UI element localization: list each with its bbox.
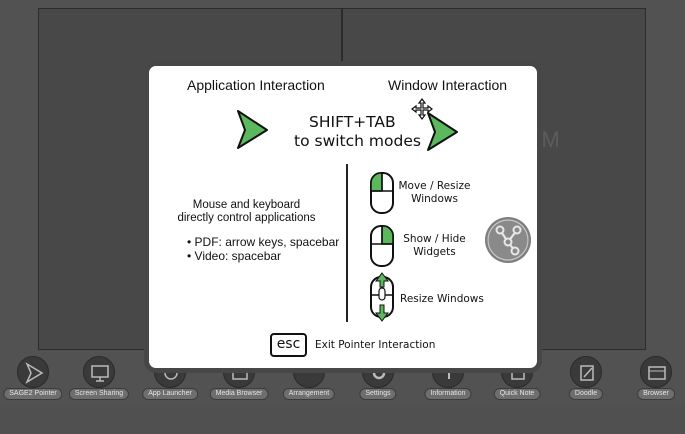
dock-label: Doodle <box>568 388 604 400</box>
switch-modes-label: to switch modes <box>294 132 421 150</box>
move-resize-label-1: Move / Resize <box>398 180 471 192</box>
show-hide-label-1: Show / Hide <box>403 233 466 245</box>
dock-label: Quick Note <box>493 388 541 400</box>
app-pointer-icon <box>237 110 268 149</box>
shift-tab-label: SHIFT+TAB <box>309 113 396 131</box>
description-line-1: Mouse and keyboard <box>192 199 301 211</box>
bullet-video: • Video: spacebar <box>187 249 282 263</box>
show-hide-label-2: Widgets <box>413 246 456 258</box>
mouse-left-click-icon <box>370 172 394 214</box>
esc-key: esc <box>270 333 307 357</box>
dock-label: Screen Sharing <box>68 388 130 400</box>
dock-item-sage2-pointer[interactable]: SAGE2 Pointer <box>3 356 63 404</box>
dock-label: SAGE2 Pointer <box>3 388 63 400</box>
dock-item-screen-sharing[interactable]: Screen Sharing <box>68 356 130 404</box>
bullet-pdf: • PDF: arrow keys, spacebar <box>187 235 340 249</box>
dock-label: Browser <box>637 388 675 400</box>
window-pointer-icon <box>427 112 458 151</box>
bottom-bar <box>0 405 685 434</box>
browser-icon <box>648 366 666 380</box>
dock-item-browser[interactable]: Browser <box>626 356 685 404</box>
app-interaction-title: Application Interaction <box>187 77 325 93</box>
mouse-right-click-icon <box>370 225 394 267</box>
move-resize-label-2: Windows <box>411 193 458 205</box>
exit-pointer-label: Exit Pointer Interaction <box>315 339 436 351</box>
dock-label: Information <box>424 388 472 400</box>
mouse-scroll-icon <box>370 272 394 322</box>
description-line-2: directly control applications <box>177 212 316 224</box>
widget-share-icon <box>485 217 531 263</box>
resize-windows-label: Resize Windows <box>400 293 484 305</box>
doodle-icon <box>580 365 594 381</box>
monitor-icon <box>91 365 109 382</box>
dock-label: Settings <box>359 388 397 400</box>
dock-label: Media Browser <box>209 388 269 400</box>
pointer-icon <box>25 362 44 384</box>
dock-label: Arrangement <box>282 388 336 400</box>
dock-label: App Launcher <box>142 388 198 400</box>
window-interaction-title: Window Interaction <box>388 77 508 93</box>
move-cursor-icon <box>411 98 433 120</box>
divider <box>346 164 348 322</box>
dock-item-doodle[interactable]: Doodle <box>556 356 616 404</box>
pointer-mode-help-overlay: Application Interaction Window Interacti… <box>144 61 542 373</box>
